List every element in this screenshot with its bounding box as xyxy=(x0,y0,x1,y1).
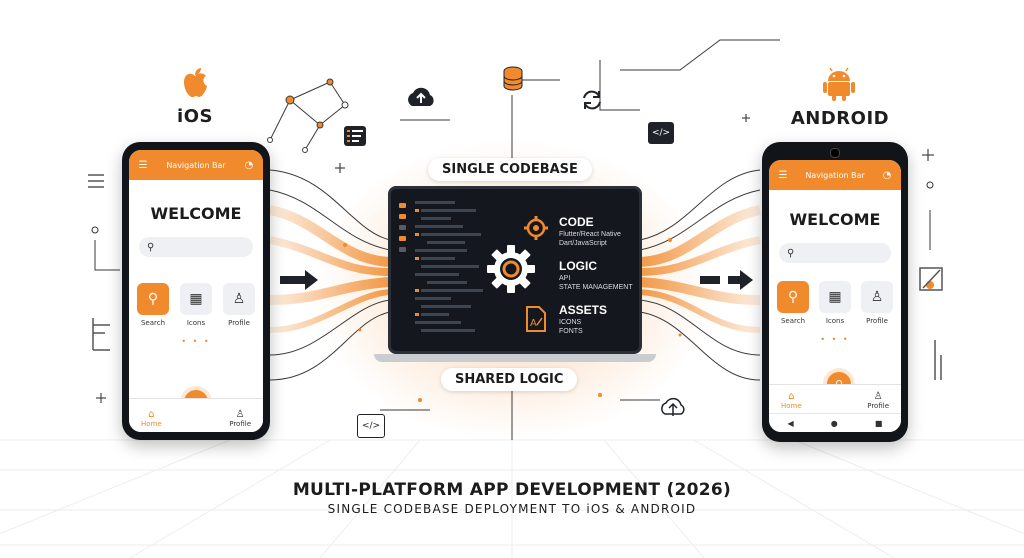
android-tile-icons[interactable]: ▦ Icons xyxy=(819,281,851,325)
section-code-line-2: Dart/JavaScript xyxy=(559,240,607,247)
laptop-screen: A CODE Flutter/React Native Dart/JavaScr… xyxy=(388,186,642,354)
menu-icon[interactable]: ☰ xyxy=(138,159,148,171)
single-codebase-label: SINGLE CODEBASE xyxy=(428,158,592,181)
android-nav-title: Navigation Bar xyxy=(805,170,865,180)
recents-key-icon[interactable]: ■ xyxy=(874,418,883,428)
tile-label: Search xyxy=(140,319,166,327)
android-tab-home[interactable]: ⌂ Home xyxy=(781,391,802,410)
shared-logic-label: SHARED LOGIC xyxy=(441,368,578,391)
android-phone: ☰ Navigation Bar ◔ WELCOME ⚲ ⚲ Search ▦ … xyxy=(762,142,908,442)
section-assets-title: ASSETS xyxy=(559,303,608,317)
svg-text:A: A xyxy=(530,318,537,329)
database-icon xyxy=(502,66,524,97)
code-tag-icon: </> xyxy=(648,122,674,144)
font-file-icon: A xyxy=(526,306,546,332)
cloud-sync-icon xyxy=(658,394,688,423)
search-icon: ⚲ xyxy=(787,247,795,259)
tab-label: Profile xyxy=(229,420,251,428)
tab-label: Profile xyxy=(867,402,889,410)
sync-icon xyxy=(580,88,604,117)
user-icon: ♙ xyxy=(873,391,883,402)
sparkle-dots xyxy=(91,181,934,402)
decor-glyphs xyxy=(88,174,943,380)
android-tab-bar: ⌂ Home ♙ Profile xyxy=(769,384,901,414)
home-icon: ⌂ xyxy=(148,409,155,420)
android-tab-profile[interactable]: ♙ Profile xyxy=(867,391,889,410)
android-system-keys: ◀ ● ■ xyxy=(769,413,901,432)
home-key-icon[interactable]: ● xyxy=(830,418,838,428)
user-icon: ♙ xyxy=(861,281,893,313)
ios-nav-title: Navigation Bar xyxy=(166,160,226,170)
ios-phone-screen: ☰ Navigation Bar ◔ WELCOME ⚲ ⚲ Search ▦ … xyxy=(129,150,263,432)
ios-welcome-heading: WELCOME xyxy=(150,204,242,223)
code-gear-icon xyxy=(524,216,548,240)
page-dots: • • • xyxy=(181,337,211,346)
ios-phone: ☰ Navigation Bar ◔ WELCOME ⚲ ⚲ Search ▦ … xyxy=(122,142,270,440)
page-subtitle: SINGLE CODEBASE DEPLOYMENT TO iOS & ANDR… xyxy=(327,502,697,516)
bell-icon[interactable]: ◔ xyxy=(882,169,892,181)
section-logic-line-2: STATE MANAGEMENT xyxy=(559,284,633,291)
section-logic-title: LOGIC xyxy=(559,259,597,273)
stream-right xyxy=(639,205,762,333)
ios-tile-search[interactable]: ⚲ Search xyxy=(137,283,169,327)
grid-icon: ▦ xyxy=(819,281,851,313)
ios-tab-home[interactable]: ⌂ Home xyxy=(141,409,162,428)
stream-left xyxy=(268,205,391,333)
tile-label: Profile xyxy=(866,317,888,325)
plus-marks xyxy=(96,114,934,403)
home-icon: ⌂ xyxy=(788,391,795,402)
android-navigation-bar: ☰ Navigation Bar ◔ xyxy=(769,160,901,190)
code-lines xyxy=(415,201,483,332)
search-icon: ⚲ xyxy=(147,241,155,253)
ios-feature-tiles: ⚲ Search ▦ Icons ♙ Profile xyxy=(137,283,255,327)
ios-label: iOS xyxy=(177,106,213,127)
android-tile-profile[interactable]: ♙ Profile xyxy=(861,281,893,325)
tab-label: Home xyxy=(141,420,162,428)
android-phone-screen: ☰ Navigation Bar ◔ WELCOME ⚲ ⚲ Search ▦ … xyxy=(769,160,901,432)
code-list-icon xyxy=(344,126,366,146)
bell-icon[interactable]: ◔ xyxy=(244,159,254,171)
apple-logo-icon xyxy=(180,66,210,104)
grid-icon: ▦ xyxy=(180,283,212,315)
android-tile-search[interactable]: ⚲ Search xyxy=(777,281,809,325)
direction-arrows xyxy=(280,270,753,290)
page-title: MULTI-PLATFORM APP DEVELOPMENT (2026) xyxy=(292,480,732,500)
section-assets-line-1: ICONS xyxy=(559,319,582,326)
user-icon: ♙ xyxy=(235,409,245,420)
gear-icon xyxy=(487,245,535,293)
ios-tile-profile[interactable]: ♙ Profile xyxy=(223,283,255,327)
android-welcome-heading: WELCOME xyxy=(789,210,881,229)
android-camera xyxy=(830,148,840,158)
menu-icon[interactable]: ☰ xyxy=(778,169,788,181)
code-tag-bottom-icon: </> xyxy=(357,414,385,438)
tile-label: Search xyxy=(780,317,806,325)
connector-lines xyxy=(94,39,931,440)
tab-label: Home xyxy=(781,402,802,410)
tile-label: Icons xyxy=(825,317,845,325)
tile-label: Icons xyxy=(186,319,206,327)
android-logo-icon xyxy=(822,66,856,106)
android-label: ANDROID xyxy=(790,108,890,129)
section-code-line-1: Flutter/React Native xyxy=(559,231,621,238)
page-dots: • • • xyxy=(820,335,850,344)
editor-sidebar xyxy=(397,199,411,339)
ios-search-input[interactable]: ⚲ xyxy=(139,237,253,257)
ios-tab-profile[interactable]: ♙ Profile xyxy=(229,409,251,428)
android-search-input[interactable]: ⚲ xyxy=(779,243,891,263)
ios-tile-icons[interactable]: ▦ Icons xyxy=(180,283,212,327)
search-icon: ⚲ xyxy=(137,283,169,315)
network-graph xyxy=(267,78,349,153)
tile-label: Profile xyxy=(228,319,250,327)
section-assets-line-2: FONTS xyxy=(559,328,583,335)
user-icon: ♙ xyxy=(223,283,255,315)
search-icon: ⚲ xyxy=(777,281,809,313)
ios-navigation-bar: ☰ Navigation Bar ◔ xyxy=(129,150,263,180)
section-logic-line-1: API xyxy=(559,275,571,282)
android-feature-tiles: ⚲ Search ▦ Icons ♙ Profile xyxy=(777,281,893,325)
back-key-icon[interactable]: ◀ xyxy=(787,418,794,428)
cloud-upload-icon xyxy=(404,86,438,113)
ios-tab-bar: ⌂ Home ♙ Profile xyxy=(129,398,263,432)
section-code-title: CODE xyxy=(559,215,594,229)
laptop-base xyxy=(374,354,656,362)
